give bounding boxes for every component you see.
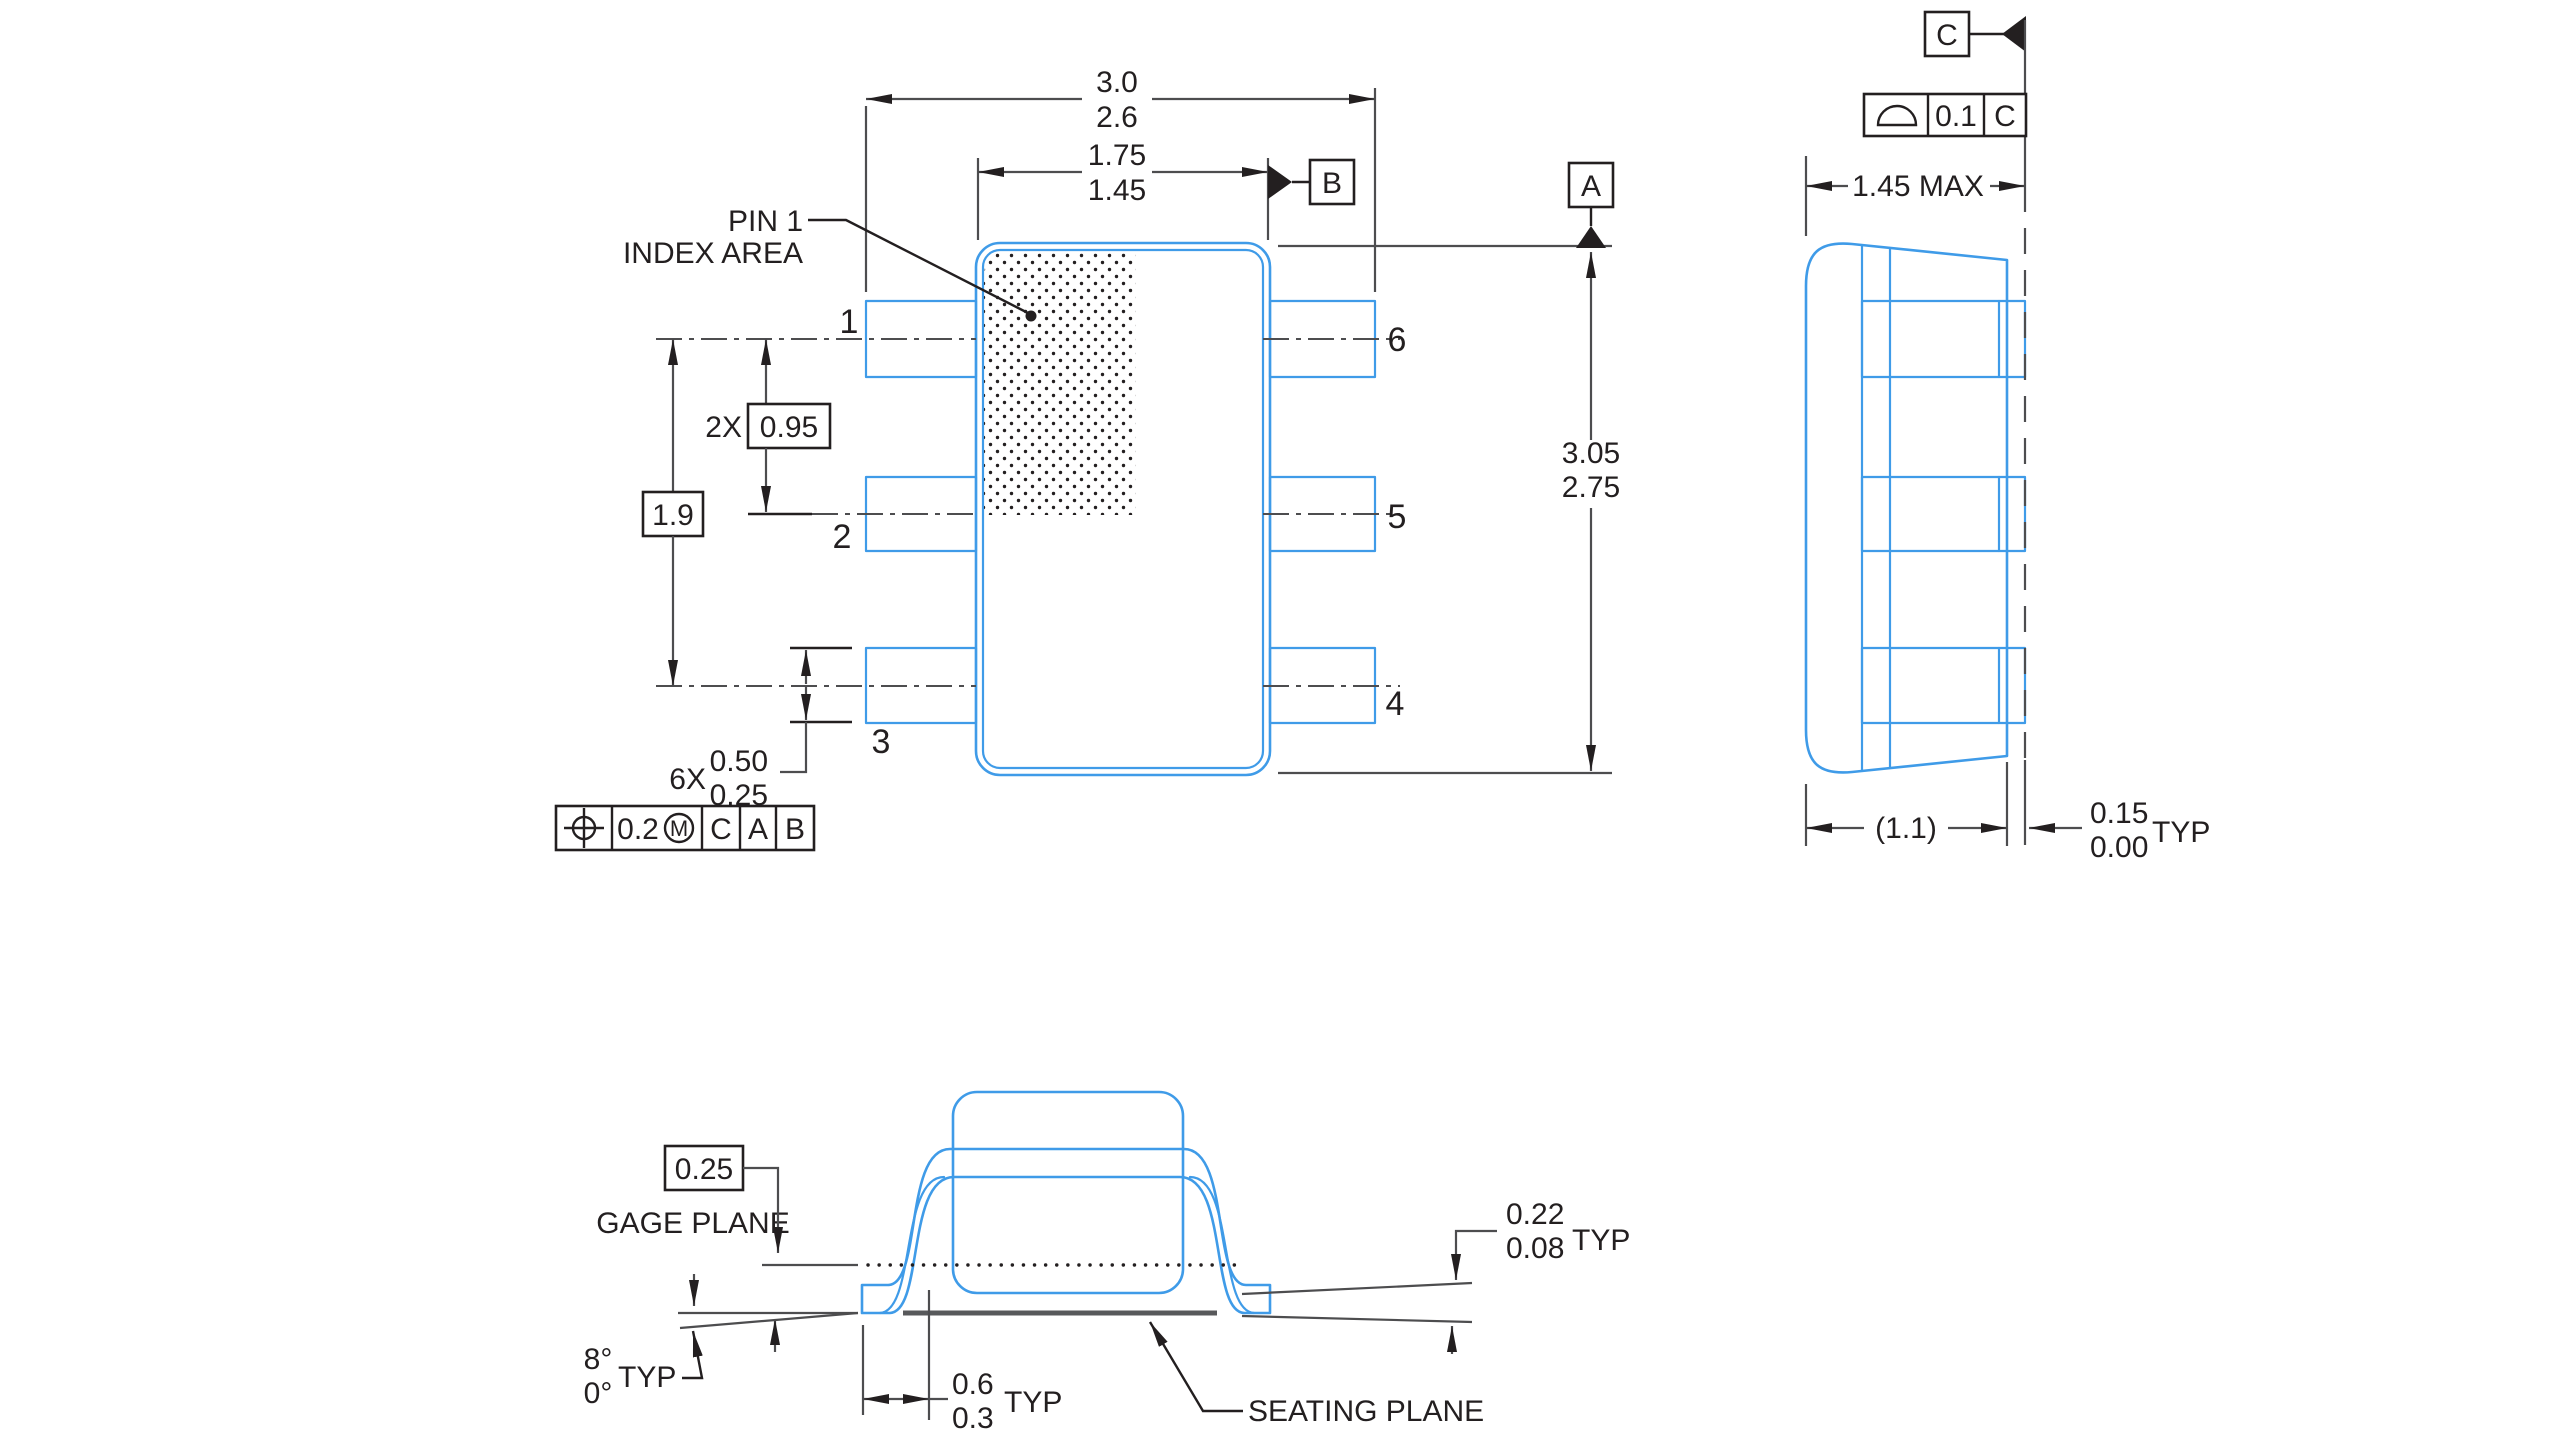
dim-height: 1.45 MAX	[1804, 156, 2025, 236]
position-tolerance-frame: 0.2 M C A B	[554, 804, 816, 852]
package-body-outline	[974, 241, 1272, 777]
dim-body-thickness-value: (1.1)	[1875, 812, 1937, 845]
fcf-modifier: M	[670, 816, 688, 841]
datum-b-label: B	[1322, 167, 1342, 200]
front-view: 3.0 2.6 1.75 1.45 B A 3.05 2	[554, 66, 1620, 852]
datum-a-box	[1567, 161, 1615, 209]
dim-foot-length-min: 0.3	[952, 1402, 994, 1435]
dim-body-width: 1.75 1.45 B	[976, 139, 1356, 240]
datum-a-triangle-icon	[1576, 226, 1606, 248]
gage-plane-callout: 0.25 GAGE PLANE	[596, 1144, 1242, 1352]
datum-c-triangle-icon	[2002, 16, 2026, 52]
dim-total-span-max: 3.0	[1096, 66, 1138, 99]
dim-lead-tip: 0.15 0.00 TYP	[2029, 797, 2210, 864]
dim-body-length-max: 3.05	[1562, 437, 1620, 470]
dim-foot-length-max: 0.6	[952, 1368, 994, 1401]
dim-lead-thickness-min: 0.08	[1506, 1232, 1564, 1265]
seating-plane-label: SEATING PLANE	[1248, 1395, 1484, 1428]
outer-lead-profile	[860, 1147, 1272, 1315]
dim-foot-angle-max: 8°	[584, 1343, 613, 1376]
datum-a-label: A	[1581, 170, 1601, 203]
profile-tolerance-value: 0.1	[1935, 100, 1977, 133]
dim-body-width-max: 1.75	[1088, 139, 1146, 172]
gage-plane-label: GAGE PLANE	[596, 1207, 789, 1240]
dim-lead-tip-max: 0.15	[2090, 797, 2148, 830]
dim-lead-tip-min: 0.00	[2090, 831, 2148, 864]
dim-lead-thickness: 0.22 0.08 TYP	[1241, 1198, 1630, 1354]
dim-lead-tip-suffix: TYP	[2152, 816, 2210, 849]
surface-profile-symbol-icon	[1876, 104, 1918, 127]
seating-plane-callout: SEATING PLANE	[903, 1310, 1484, 1428]
dim-body-length: A 3.05 2.75	[1278, 161, 1620, 775]
dim-total-span-min: 2.6	[1096, 101, 1138, 134]
pin1-leader-dot	[1025, 310, 1037, 322]
dim-row-span: 1.9	[641, 339, 705, 686]
dim-lead-width: 0.50 0.25 6X	[669, 646, 852, 812]
pin-number-1: 1	[840, 303, 859, 341]
fcf-datum-2: A	[748, 813, 768, 846]
dim-body-width-min: 1.45	[1088, 174, 1146, 207]
datum-b-triangle-icon	[1268, 165, 1292, 199]
pin-number-3: 3	[872, 723, 891, 761]
mmc-modifier-circle-icon	[663, 812, 695, 844]
dim-row-span-value: 1.9	[652, 499, 694, 532]
dim-lead-thickness-suffix: TYP	[1572, 1224, 1630, 1257]
inner-lead-profile-left	[878, 1175, 946, 1315]
dim-lead-pitch: 0.95 2X	[705, 339, 832, 516]
pin-number-5: 5	[1388, 498, 1407, 536]
dim-body-length-min: 2.75	[1562, 471, 1620, 504]
datum-c-box	[1923, 10, 1971, 58]
position-symbol-icon	[564, 808, 604, 848]
dim-total-span: 3.0 2.6	[864, 66, 1377, 292]
gage-plane-offset-value: 0.25	[675, 1153, 733, 1186]
dim-lead-width-qty: 6X	[669, 763, 706, 796]
dim-foot-angle-min: 0°	[584, 1377, 613, 1410]
dim-height-value: 1.45 MAX	[1852, 170, 1984, 203]
datum-b-box	[1308, 158, 1356, 206]
dim-foot-angle: 8° 0° TYP	[584, 1274, 859, 1410]
pin1-index-area-stipple	[984, 251, 1136, 515]
side-view: C 0.1 C 1.45 MAX (1.1)	[1804, 10, 2210, 864]
pin1-label-line2: INDEX AREA	[623, 237, 803, 270]
dim-lead-pitch-value: 0.95	[760, 411, 818, 444]
lead-centerlines	[656, 338, 1400, 687]
dim-lead-thickness-max: 0.22	[1506, 1198, 1564, 1231]
profile-tolerance-frame: 0.1 C	[1862, 92, 2028, 138]
datum-c-callout: C	[1923, 10, 2027, 845]
pin1-label-line1: PIN 1	[728, 205, 803, 238]
inner-lead-profile-right	[1188, 1175, 1256, 1315]
dim-foot-angle-suffix: TYP	[618, 1361, 676, 1394]
dim-lead-width-max: 0.50	[710, 745, 768, 778]
dim-lead-pitch-qty: 2X	[705, 411, 742, 444]
fcf-datum-3: B	[785, 813, 805, 846]
datum-c-label: C	[1936, 19, 1958, 52]
fcf-tolerance: 0.2	[617, 813, 659, 846]
fcf-datum-1: C	[710, 813, 732, 846]
side-leads	[1860, 299, 2027, 725]
dim-foot-length-suffix: TYP	[1004, 1386, 1062, 1419]
pin-number-4: 4	[1386, 685, 1405, 723]
dim-body-thickness: (1.1)	[1804, 762, 2009, 846]
seated-view: 0.25 GAGE PLANE SEATING PLANE 8° 0° TYP	[584, 1090, 1630, 1435]
pin1-index-callout: PIN 1 INDEX AREA	[623, 205, 1037, 322]
profile-tolerance-datum: C	[1994, 100, 2016, 133]
pin-numbers: 1 2 3 4 5 6	[833, 303, 1407, 761]
side-body-outline	[1804, 242, 2009, 774]
pin-number-2: 2	[833, 518, 852, 556]
dim-foot-length: 0.6 0.3 TYP	[861, 1290, 1062, 1435]
seated-body-outline	[860, 1090, 1272, 1315]
pin-number-6: 6	[1388, 321, 1407, 359]
